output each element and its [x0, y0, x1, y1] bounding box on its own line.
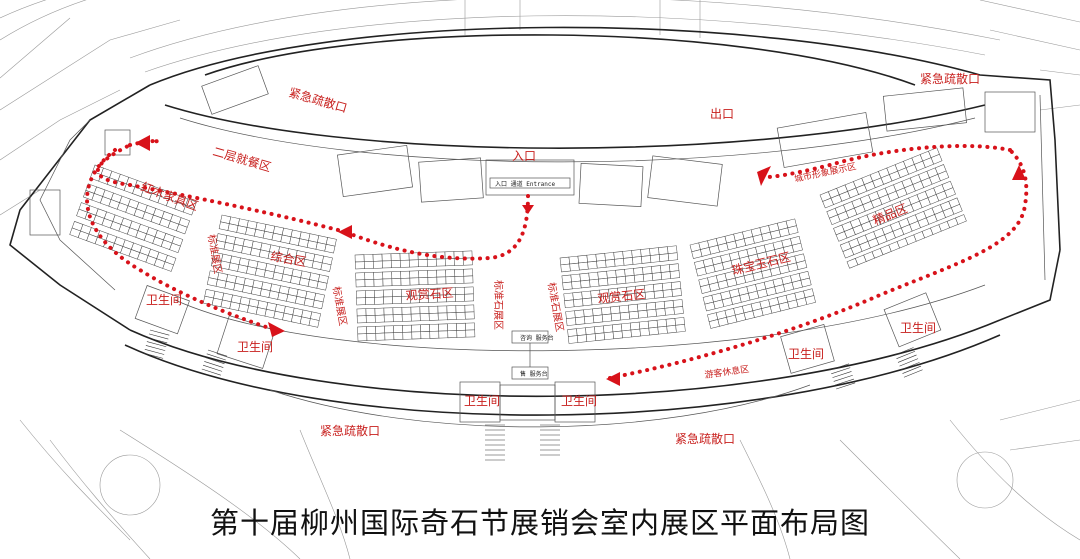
route-arrow-up-right [1012, 165, 1026, 180]
route-arrow-down-left [757, 166, 771, 186]
booth-block [202, 214, 337, 328]
visitor-rest-label: 游客休息区 [704, 363, 750, 381]
vertical-zone-label: 标准石展区 [492, 280, 504, 330]
route-arrow-left-mid [338, 225, 352, 239]
route-arrow-left-top [135, 135, 150, 151]
restroom-label: 卫生间 [788, 347, 824, 361]
svg-text:咨询 服务台: 咨询 服务台 [520, 334, 554, 342]
svg-text:售 服务台: 售 服务台 [520, 370, 548, 378]
booth-grid [69, 147, 967, 344]
general-area-label: 综合区 [269, 248, 307, 269]
viewing-stone-area-label: 观赏石区 [405, 286, 454, 303]
emergency-exit-label: 紧急疏散口 [320, 423, 380, 438]
route-arrow-left-bottom [606, 372, 620, 386]
city-exhibition-label: 城市形象展示区 [793, 160, 857, 185]
visitor-route [85, 135, 1029, 386]
map-title: 第十届柳州国际奇石节展销会室内展区平面布局图 [209, 506, 870, 540]
stairs [143, 329, 923, 461]
booth-block [689, 218, 816, 329]
route-arrow-right-bottom [268, 322, 285, 337]
info-desks [511, 330, 549, 380]
route-arrow-down [522, 205, 534, 214]
emergency-exit-label: 紧急疏散口 [675, 431, 735, 446]
exit-label: 出口 [710, 107, 734, 121]
emergency-exit-label: 紧急疏散口 [287, 84, 349, 115]
entrance-label: 入口 [512, 149, 536, 163]
viewing-stone-area-label: 观赏石区 [597, 287, 646, 306]
booth-block [354, 250, 476, 342]
vertical-zone-label: 标准石展区 [545, 281, 566, 332]
booth-block [819, 147, 967, 269]
restroom-label: 卫生间 [561, 394, 597, 408]
booth-block [559, 245, 686, 344]
booth-block [69, 164, 197, 272]
restroom-label: 卫生间 [237, 340, 273, 354]
emergency-exit-label: 紧急疏散口 [920, 71, 980, 86]
restroom-label: 卫生间 [146, 293, 182, 307]
service-blocks [29, 65, 1036, 236]
dining-area-label: 二层就餐区 [211, 143, 273, 174]
restroom-label: 卫生间 [900, 321, 936, 335]
restroom-label: 卫生间 [464, 394, 500, 408]
svg-text:入口 通道 Entrance: 入口 通道 Entrance [495, 180, 556, 188]
vertical-zone-label: 标准展区 [330, 285, 349, 326]
